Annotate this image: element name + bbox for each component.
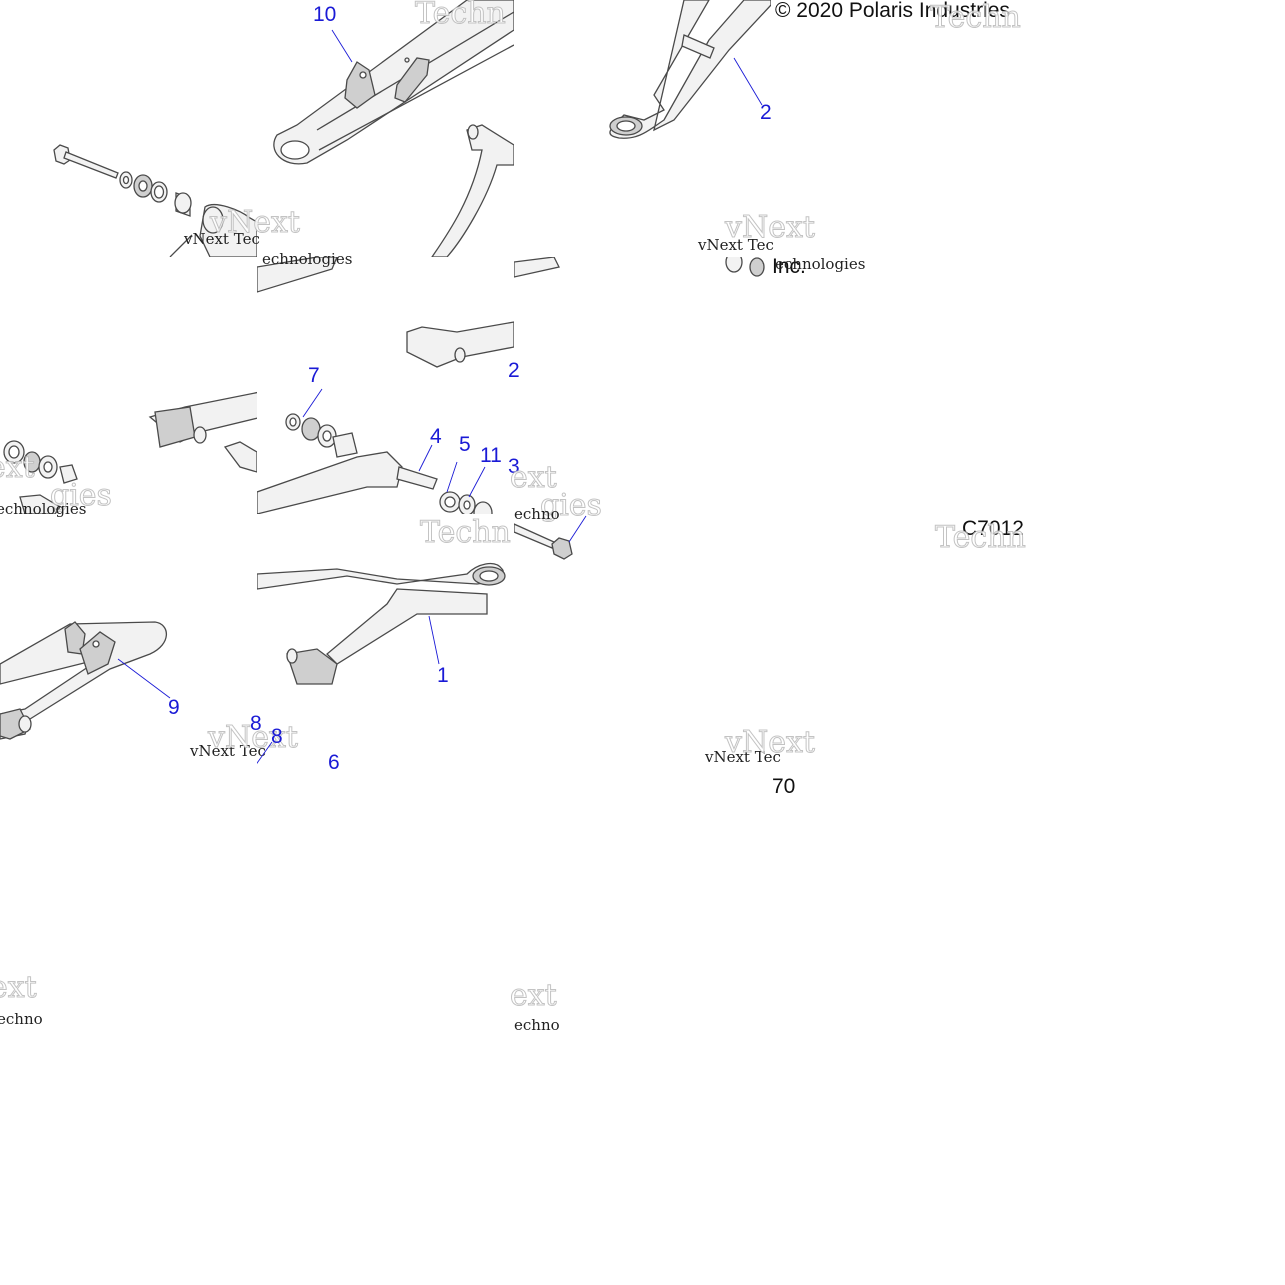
arm-tube	[609, 0, 771, 139]
watermark: echno	[0, 1010, 43, 1028]
watermark: Techn	[420, 515, 512, 551]
bushing	[332, 432, 358, 458]
tile-bolt-assembly	[53, 144, 257, 257]
callout-9: 9	[168, 696, 180, 719]
arm-tube	[257, 451, 403, 514]
callout-4: 4	[430, 425, 442, 448]
callout-1: 1	[437, 664, 449, 687]
watermark: vNext	[725, 725, 816, 761]
sleeve	[396, 466, 438, 490]
cross-tube	[681, 34, 715, 59]
watermark: gies	[50, 478, 113, 514]
bolt-shaft	[514, 523, 555, 549]
callout-5: 5	[459, 433, 471, 456]
watermark: ext	[510, 460, 558, 496]
watermark: echno	[514, 505, 560, 523]
watermark: vNext	[725, 210, 816, 246]
watermark: echnologies	[775, 255, 866, 273]
bracket	[64, 621, 86, 655]
watermark: echnologies	[0, 500, 87, 518]
callout-10: 10	[313, 3, 337, 26]
callout-11: 11	[480, 444, 502, 467]
tile-bushing-stack	[257, 257, 514, 514]
tile-lower-arm-bracket	[0, 621, 171, 740]
bushing	[286, 648, 338, 685]
tile-bushing-set	[3, 391, 257, 514]
arm-tube	[257, 562, 504, 590]
callout-8: 8	[271, 725, 283, 748]
watermark: ext	[510, 978, 558, 1014]
callout-8-fragment: 8	[250, 712, 262, 735]
watermark: vNext	[210, 205, 301, 241]
arm-tube	[326, 588, 488, 665]
callout-2: 2	[760, 101, 772, 124]
callout-2-fragment: 2	[508, 359, 520, 382]
watermark: vNext Tec	[705, 748, 781, 766]
watermark: vNext Tec	[698, 236, 774, 254]
callout-6: 6	[328, 751, 340, 774]
copyright: © 2020 Polaris Industries	[775, 0, 1010, 22]
bracket	[344, 61, 376, 109]
copyright-fragment: Inc.	[772, 255, 806, 278]
callout-7: 7	[308, 364, 320, 387]
arm-tube	[257, 257, 338, 293]
bushing	[223, 441, 257, 473]
bolt-shaft	[63, 151, 119, 179]
bushing	[154, 406, 196, 448]
tile-bolt	[514, 257, 765, 278]
arm-tube	[406, 321, 514, 368]
callout-3: 3	[508, 455, 520, 478]
page-number-fragment: 70	[772, 775, 796, 798]
watermark: gies	[540, 488, 603, 524]
watermark: vNext Tec	[190, 742, 266, 760]
watermark: ext	[0, 450, 35, 486]
figure-code: C7012	[962, 517, 1024, 540]
arm-tube	[273, 0, 514, 165]
bolt-head	[551, 537, 573, 560]
watermark: vNext	[208, 720, 299, 756]
tile-upper-arm-bracket	[273, 0, 514, 257]
bracket	[394, 57, 430, 103]
arm-tube	[431, 124, 514, 257]
watermark: Techn	[935, 520, 1027, 556]
watermark: ext	[0, 970, 37, 1006]
watermark: vNext Tec	[184, 230, 260, 248]
tile-long-bolt	[514, 515, 587, 560]
tile-arm-eye	[609, 0, 771, 139]
bracket	[79, 631, 116, 675]
watermark: echnologies	[262, 250, 353, 268]
watermark: echno	[514, 1016, 560, 1034]
watermark: Techn	[415, 0, 507, 32]
tile-lower-arm	[257, 562, 506, 764]
watermark: Techn	[930, 0, 1022, 36]
